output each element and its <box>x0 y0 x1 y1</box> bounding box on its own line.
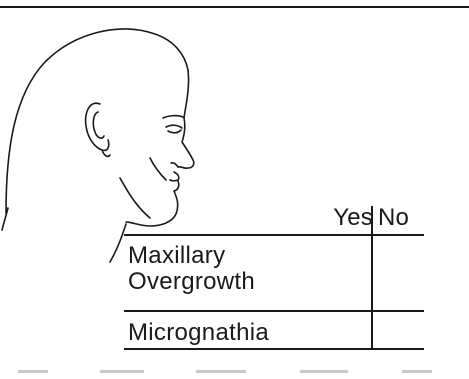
column-divider <box>371 206 373 350</box>
row-rule <box>124 348 424 350</box>
column-header-yes: Yes <box>333 206 373 230</box>
row-label-line: Overgrowth <box>128 269 358 295</box>
column-header-no: No <box>378 206 409 230</box>
header-rule <box>124 234 424 236</box>
row-label-micrognathia: Micrognathia <box>128 320 269 346</box>
row-label-line: Maxillary <box>128 243 358 269</box>
row-label-maxillary-overgrowth: Maxillary Overgrowth <box>128 243 358 295</box>
row-rule <box>124 310 424 312</box>
